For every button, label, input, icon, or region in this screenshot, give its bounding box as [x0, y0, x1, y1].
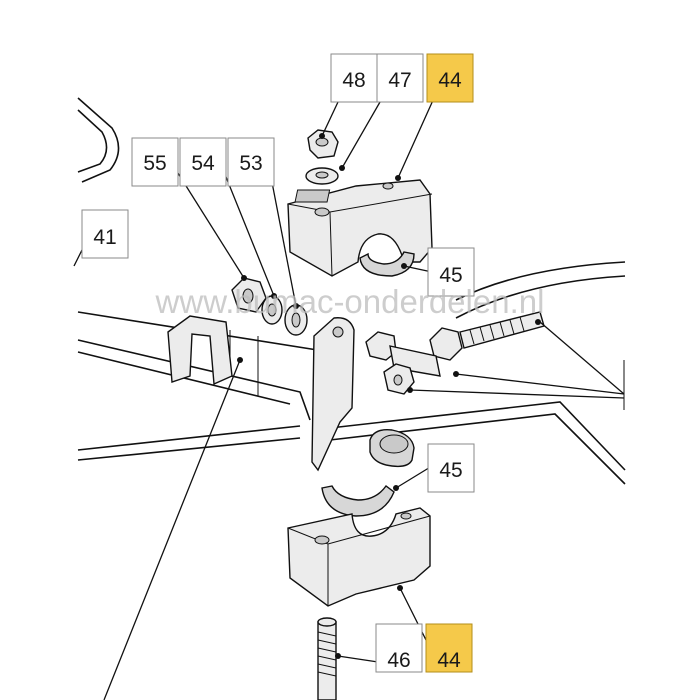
- mounting-plate: [311, 317, 355, 472]
- callout-53-text: 53: [239, 152, 262, 175]
- callout-54-text: 54: [191, 152, 215, 175]
- callout-41-text: 41: [93, 226, 116, 249]
- callout-44-top: 44: [426, 53, 474, 103]
- callout-53: 53: [227, 137, 275, 187]
- frame-bracket: [167, 315, 233, 386]
- washer-53: [284, 304, 308, 336]
- callout-48: 48: [330, 53, 378, 103]
- clamp-block-top: [287, 179, 433, 277]
- callout-47-text: 47: [388, 69, 411, 92]
- callout-45-top: 45: [427, 247, 475, 297]
- leader-lines: [73, 97, 625, 700]
- callout-46: 46: [375, 623, 423, 673]
- watermark-text: www.bumac-onderdelen.nl: [155, 283, 545, 320]
- clamp-block-bottom: [287, 507, 431, 607]
- callout-54: 54: [179, 137, 227, 187]
- callout-55-text: 55: [143, 152, 166, 175]
- washer-47: [305, 167, 339, 185]
- bushing-half-bottom: [321, 485, 395, 517]
- callout-44-bottom: 44: [425, 623, 473, 673]
- bushing-mid: [369, 429, 415, 468]
- callout-48-text: 48: [342, 69, 365, 92]
- callout-45-mid-text: 45: [439, 459, 462, 482]
- nut-small: [383, 363, 415, 395]
- stud-bolt-46: [317, 617, 337, 700]
- bushing-half-top: [359, 251, 415, 277]
- callout-45-mid: 45: [427, 443, 475, 493]
- callout-44-bottom-text: 44: [437, 649, 461, 672]
- nut-48: [307, 129, 339, 159]
- callout-44-top-text: 44: [438, 69, 462, 92]
- callout-55: 55: [131, 137, 179, 187]
- callout-47: 47: [376, 53, 424, 103]
- callout-41: 41: [81, 209, 129, 259]
- callout-46-text: 46: [387, 649, 410, 672]
- washer-54: [261, 295, 283, 325]
- callout-45-top-text: 45: [439, 264, 462, 287]
